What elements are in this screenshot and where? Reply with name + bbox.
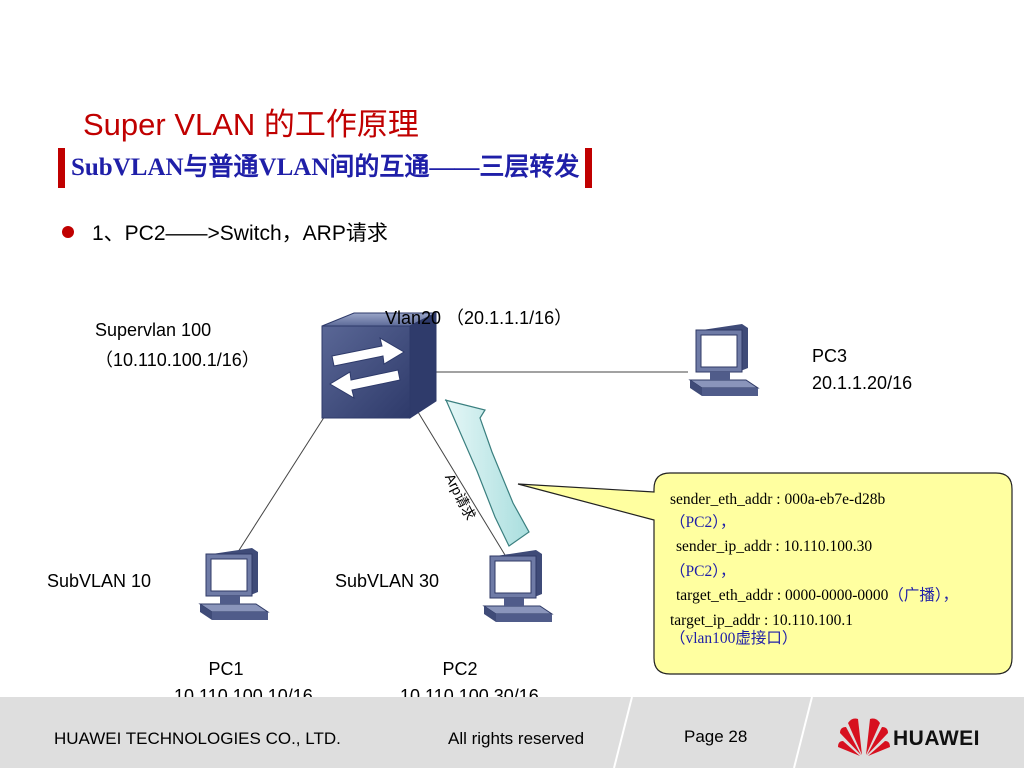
target-ip-note: （vlan100虚接口）	[670, 630, 798, 647]
subtitle-left-bar	[58, 148, 65, 188]
footer-company: HUAWEI TECHNOLOGIES CO., LTD.	[54, 729, 341, 748]
target-eth-note: （广播），	[888, 587, 959, 604]
bullet-text: 1、PC2——>Switch，ARP请求	[92, 222, 388, 245]
pc2-name: PC2	[442, 659, 478, 679]
huawei-logo-icon	[838, 718, 890, 756]
footer-rights: All rights reserved	[448, 729, 585, 748]
arp-request-arrow	[444, 399, 530, 547]
huawei-logo-text: HUAWEI	[893, 727, 980, 750]
supervlan-label: Supervlan 100	[95, 320, 212, 340]
sender-eth-note: （PC2），	[670, 513, 736, 531]
target-ip-field: target_ip_addr : 10.110.100.1	[670, 611, 853, 629]
switch-icon	[321, 312, 437, 419]
subvlan10-label: SubVLAN 10	[47, 571, 152, 591]
bullet-dot	[62, 226, 74, 238]
vlan20-label: Vlan20 （20.1.1.1/16）	[385, 308, 573, 328]
supervlan-ip-label: （10.110.100.1/16）	[95, 350, 260, 370]
slide-subtitle: SubVLAN与普通VLAN间的互通——三层转发	[71, 154, 580, 181]
arp-packet-fields: sender_eth_addr : 000a-eb7e-d28b （PC2）， …	[670, 488, 1000, 652]
pc1-name: PC1	[208, 659, 244, 679]
computer-icon-pc1	[199, 547, 269, 621]
subtitle-banner: SubVLAN与普通VLAN间的互通——三层转发	[58, 148, 593, 188]
target-eth-field: target_eth_addr : 0000-0000-0000	[676, 587, 889, 604]
link-switch-pc1	[235, 407, 331, 556]
pc3-name: PC3	[812, 346, 848, 366]
computer-icon-pc2	[483, 549, 553, 623]
footer-dividers	[613, 697, 813, 768]
footer-page-number: Page 28	[684, 727, 748, 746]
sender-eth-field: sender_eth_addr : 000a-eb7e-d28b	[670, 491, 886, 508]
slide-title: Super VLAN 的工作原理	[83, 107, 419, 142]
pc3-ip: 20.1.1.20/16	[812, 373, 913, 393]
sender-ip-field: sender_ip_addr : 10.110.100.30	[676, 538, 873, 555]
link-switch-pc2	[417, 411, 506, 556]
subvlan30-label: SubVLAN 30	[335, 571, 440, 591]
subtitle-right-bar	[585, 148, 593, 188]
sender-ip-note: （PC2），	[670, 562, 736, 580]
arp-packet-callout	[517, 472, 1013, 675]
computer-icon-pc3	[689, 323, 759, 397]
